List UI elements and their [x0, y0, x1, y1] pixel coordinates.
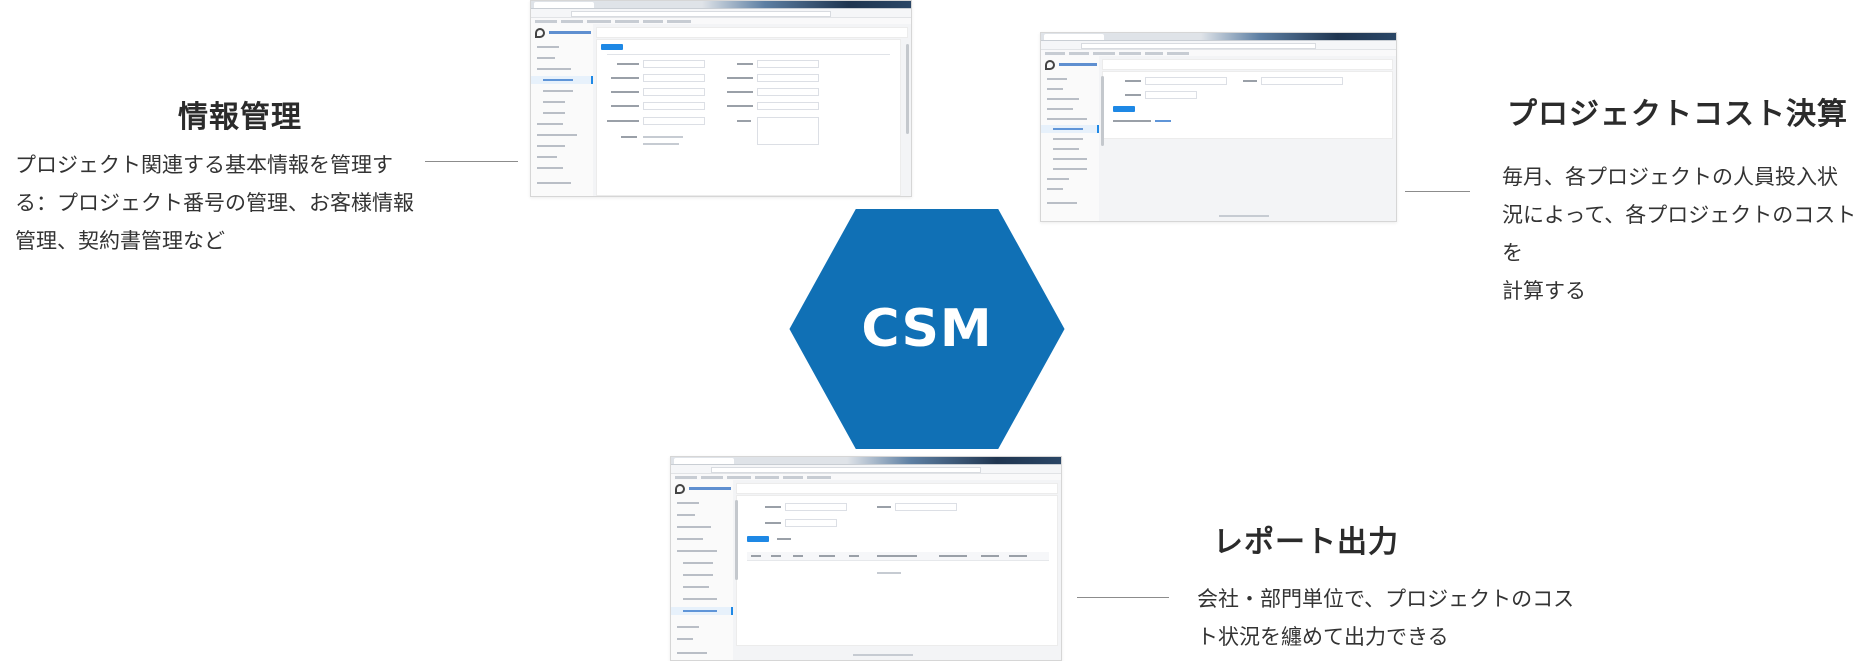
cost-settlement-screenshot — [1040, 32, 1397, 222]
cost-settlement-description: 毎月、各プロジェクトの人員投入状 況によって、各プロジェクトのコストを 計算する — [1502, 158, 1862, 310]
cost-desc-line: 況によって、各プロジェクトのコストを — [1502, 203, 1857, 265]
hexagon-shape — [783, 203, 1071, 455]
info-management-description: プロジェクト関連する基本情報を管理す る：プロジェクト番号の管理、お客様情報 管… — [15, 146, 435, 260]
info-desc-line: 管理、契約書管理など — [15, 229, 225, 253]
report-output-description: 会社・部門単位で、プロジェクトのコス ト状況を纏めて出力できる — [1197, 580, 1597, 656]
report-output-screenshot — [670, 456, 1062, 661]
cost-desc-line: 計算する — [1502, 279, 1586, 303]
csm-hexagon: CSM — [782, 202, 1072, 456]
report-connector-line — [1077, 597, 1169, 598]
cost-settlement-title: プロジェクトコスト決算 — [1507, 97, 1848, 132]
info-connector-line — [425, 161, 518, 162]
info-desc-line: る：プロジェクト番号の管理、お客様情報 — [15, 191, 414, 215]
info-management-screenshot — [530, 0, 912, 197]
info-desc-line: プロジェクト関連する基本情報を管理す — [15, 153, 393, 177]
csm-label: CSM — [861, 299, 993, 359]
cost-connector-line — [1405, 191, 1470, 192]
report-desc-line: ト状況を纏めて出力できる — [1197, 625, 1449, 649]
report-desc-line: 会社・部門単位で、プロジェクトのコス — [1197, 587, 1575, 611]
info-management-title: 情報管理 — [178, 100, 302, 135]
report-output-title: レポート出力 — [1213, 525, 1399, 560]
cost-desc-line: 毎月、各プロジェクトの人員投入状 — [1502, 165, 1838, 189]
